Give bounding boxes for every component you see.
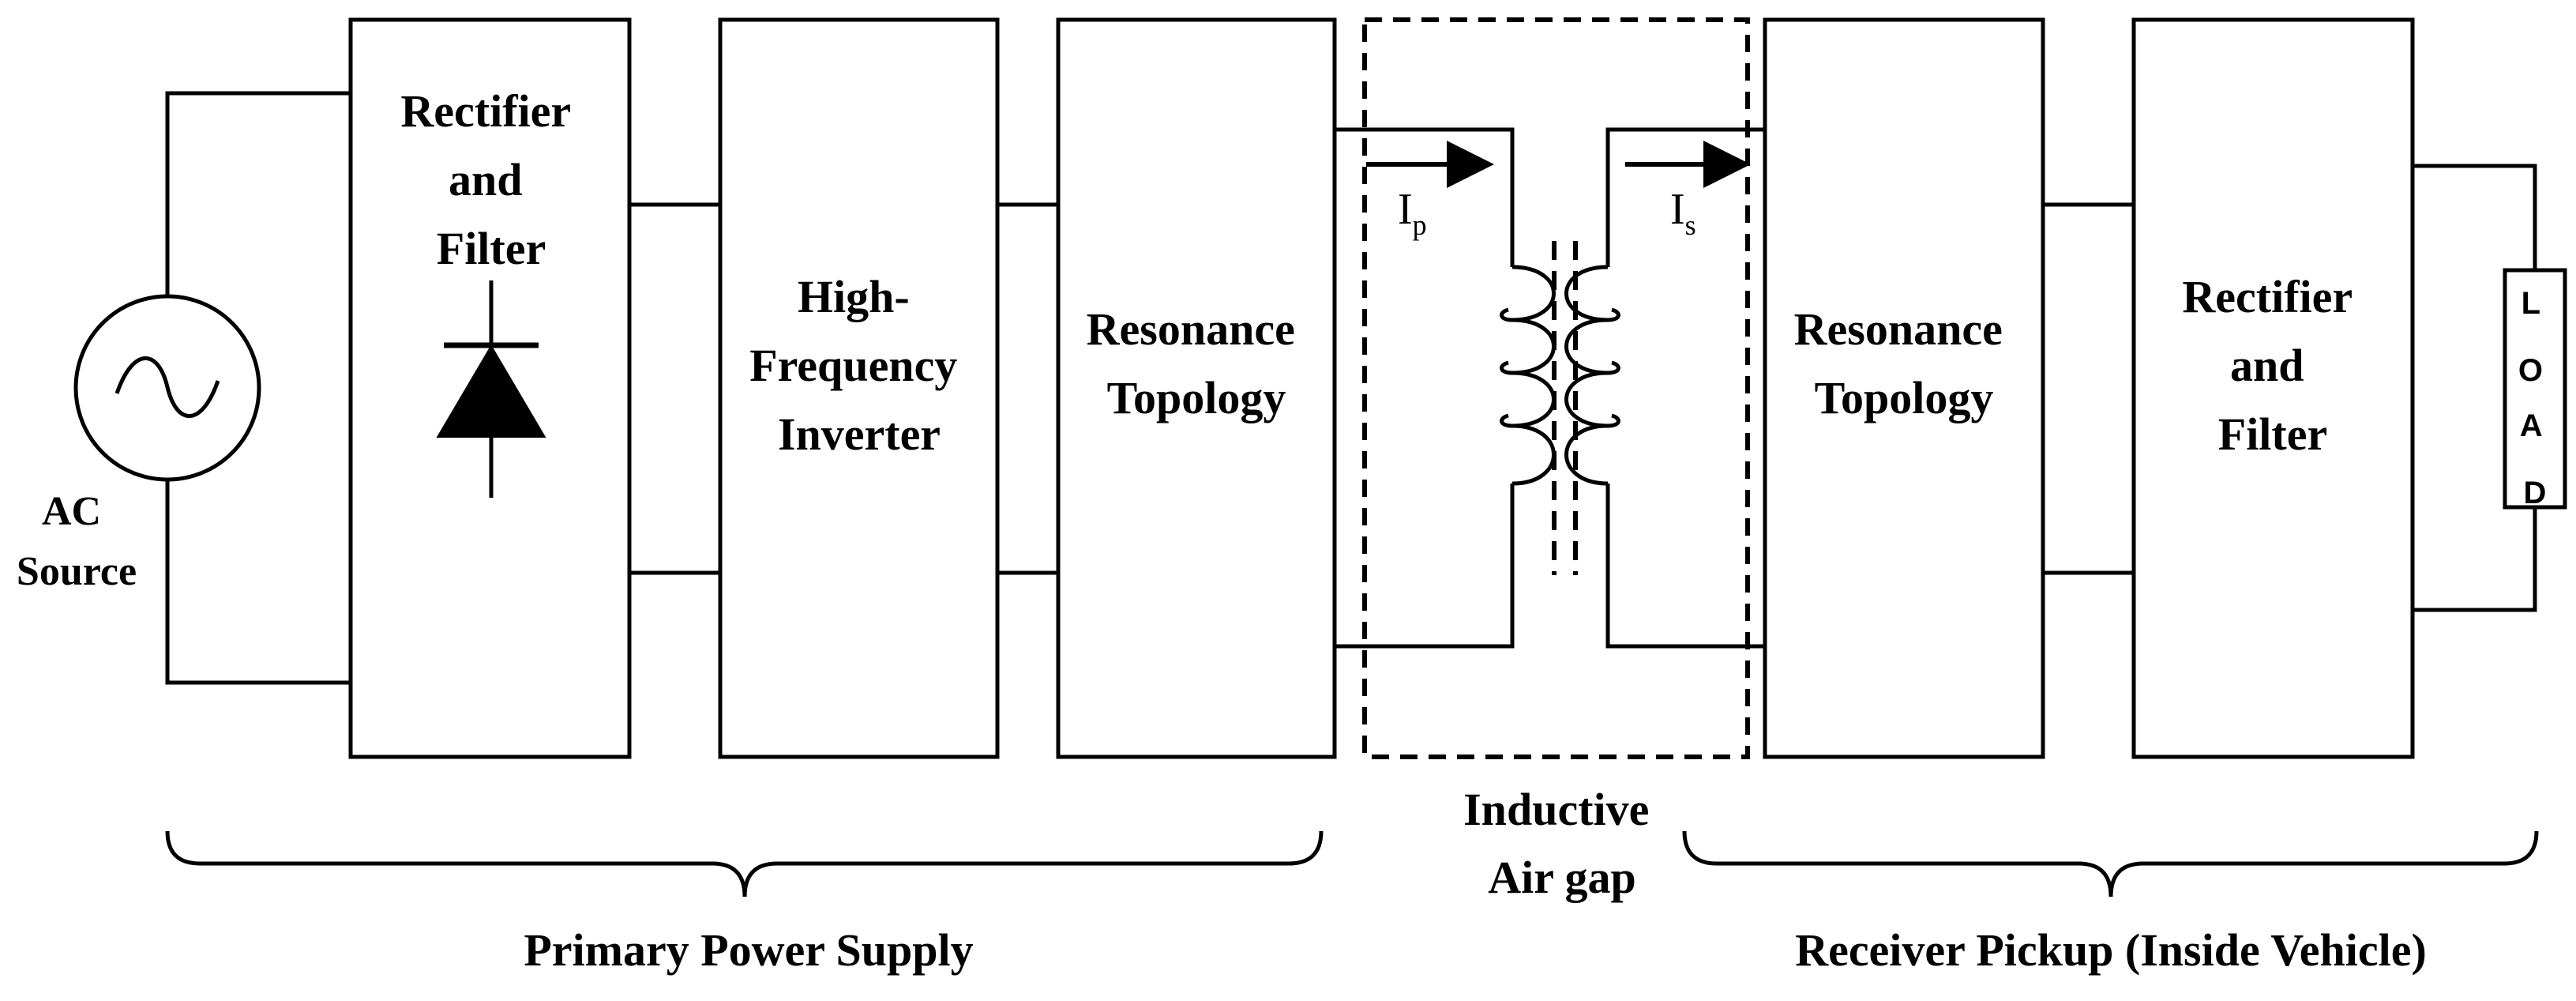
load-label: L O A D (2518, 286, 2552, 510)
primary-power-supply-label: Primary Power Supply (524, 924, 973, 976)
resonance-topology-secondary-block: Resonance Topology (1763, 17, 2045, 759)
inductive-air-gap-label: Inductive Air gap (1463, 784, 1661, 903)
air-gap-boundary (1362, 17, 1750, 759)
sine-wave-icon (115, 356, 220, 418)
primary-power-supply-brace (165, 830, 1324, 898)
rectifier-filter-primary-label: Rectifier and Filter (400, 85, 581, 274)
secondary-current-label: Is (1670, 185, 1696, 241)
secondary-coil-icon (1564, 265, 1609, 486)
primary-coil-wire (1335, 127, 1515, 267)
high-frequency-inverter-label: High- Frequency Inverter (749, 271, 969, 460)
resonance-topology-primary-label: Resonance Topology (1087, 303, 1307, 423)
ac-source: AC Source (17, 91, 351, 685)
rectifier-filter-primary-block: Rectifier and Filter (348, 17, 632, 759)
high-frequency-inverter-block: High- Frequency Inverter (718, 17, 1000, 759)
rectifier-filter-secondary-label: Rectifier and Filter (2182, 271, 2363, 460)
rectifier-filter-secondary-block: Rectifier and Filter (2131, 17, 2415, 759)
inductive-air-gap: Ip Is Inductive Air gap (1335, 17, 1765, 903)
source-wire-top (165, 91, 351, 296)
load-wire-top (2413, 164, 2537, 270)
resonance-topology-secondary-label: Resonance Topology (1794, 303, 2015, 423)
receiver-pickup-label: Receiver Pickup (Inside Vehicle) (1795, 924, 2427, 976)
primary-coil-icon (1511, 265, 1556, 486)
ac-source-label: AC Source (17, 489, 137, 594)
load-wire-bottom (2413, 507, 2537, 612)
load-resistor: L O A D (2503, 268, 2567, 510)
receiver-pickup-brace (1682, 830, 2539, 898)
resonance-topology-primary-block: Resonance Topology (1056, 17, 1337, 759)
secondary-coil-wire (1605, 127, 1765, 267)
primary-current-label: Ip (1398, 185, 1427, 241)
source-wire-bottom (165, 480, 351, 685)
diode-icon (436, 280, 546, 498)
